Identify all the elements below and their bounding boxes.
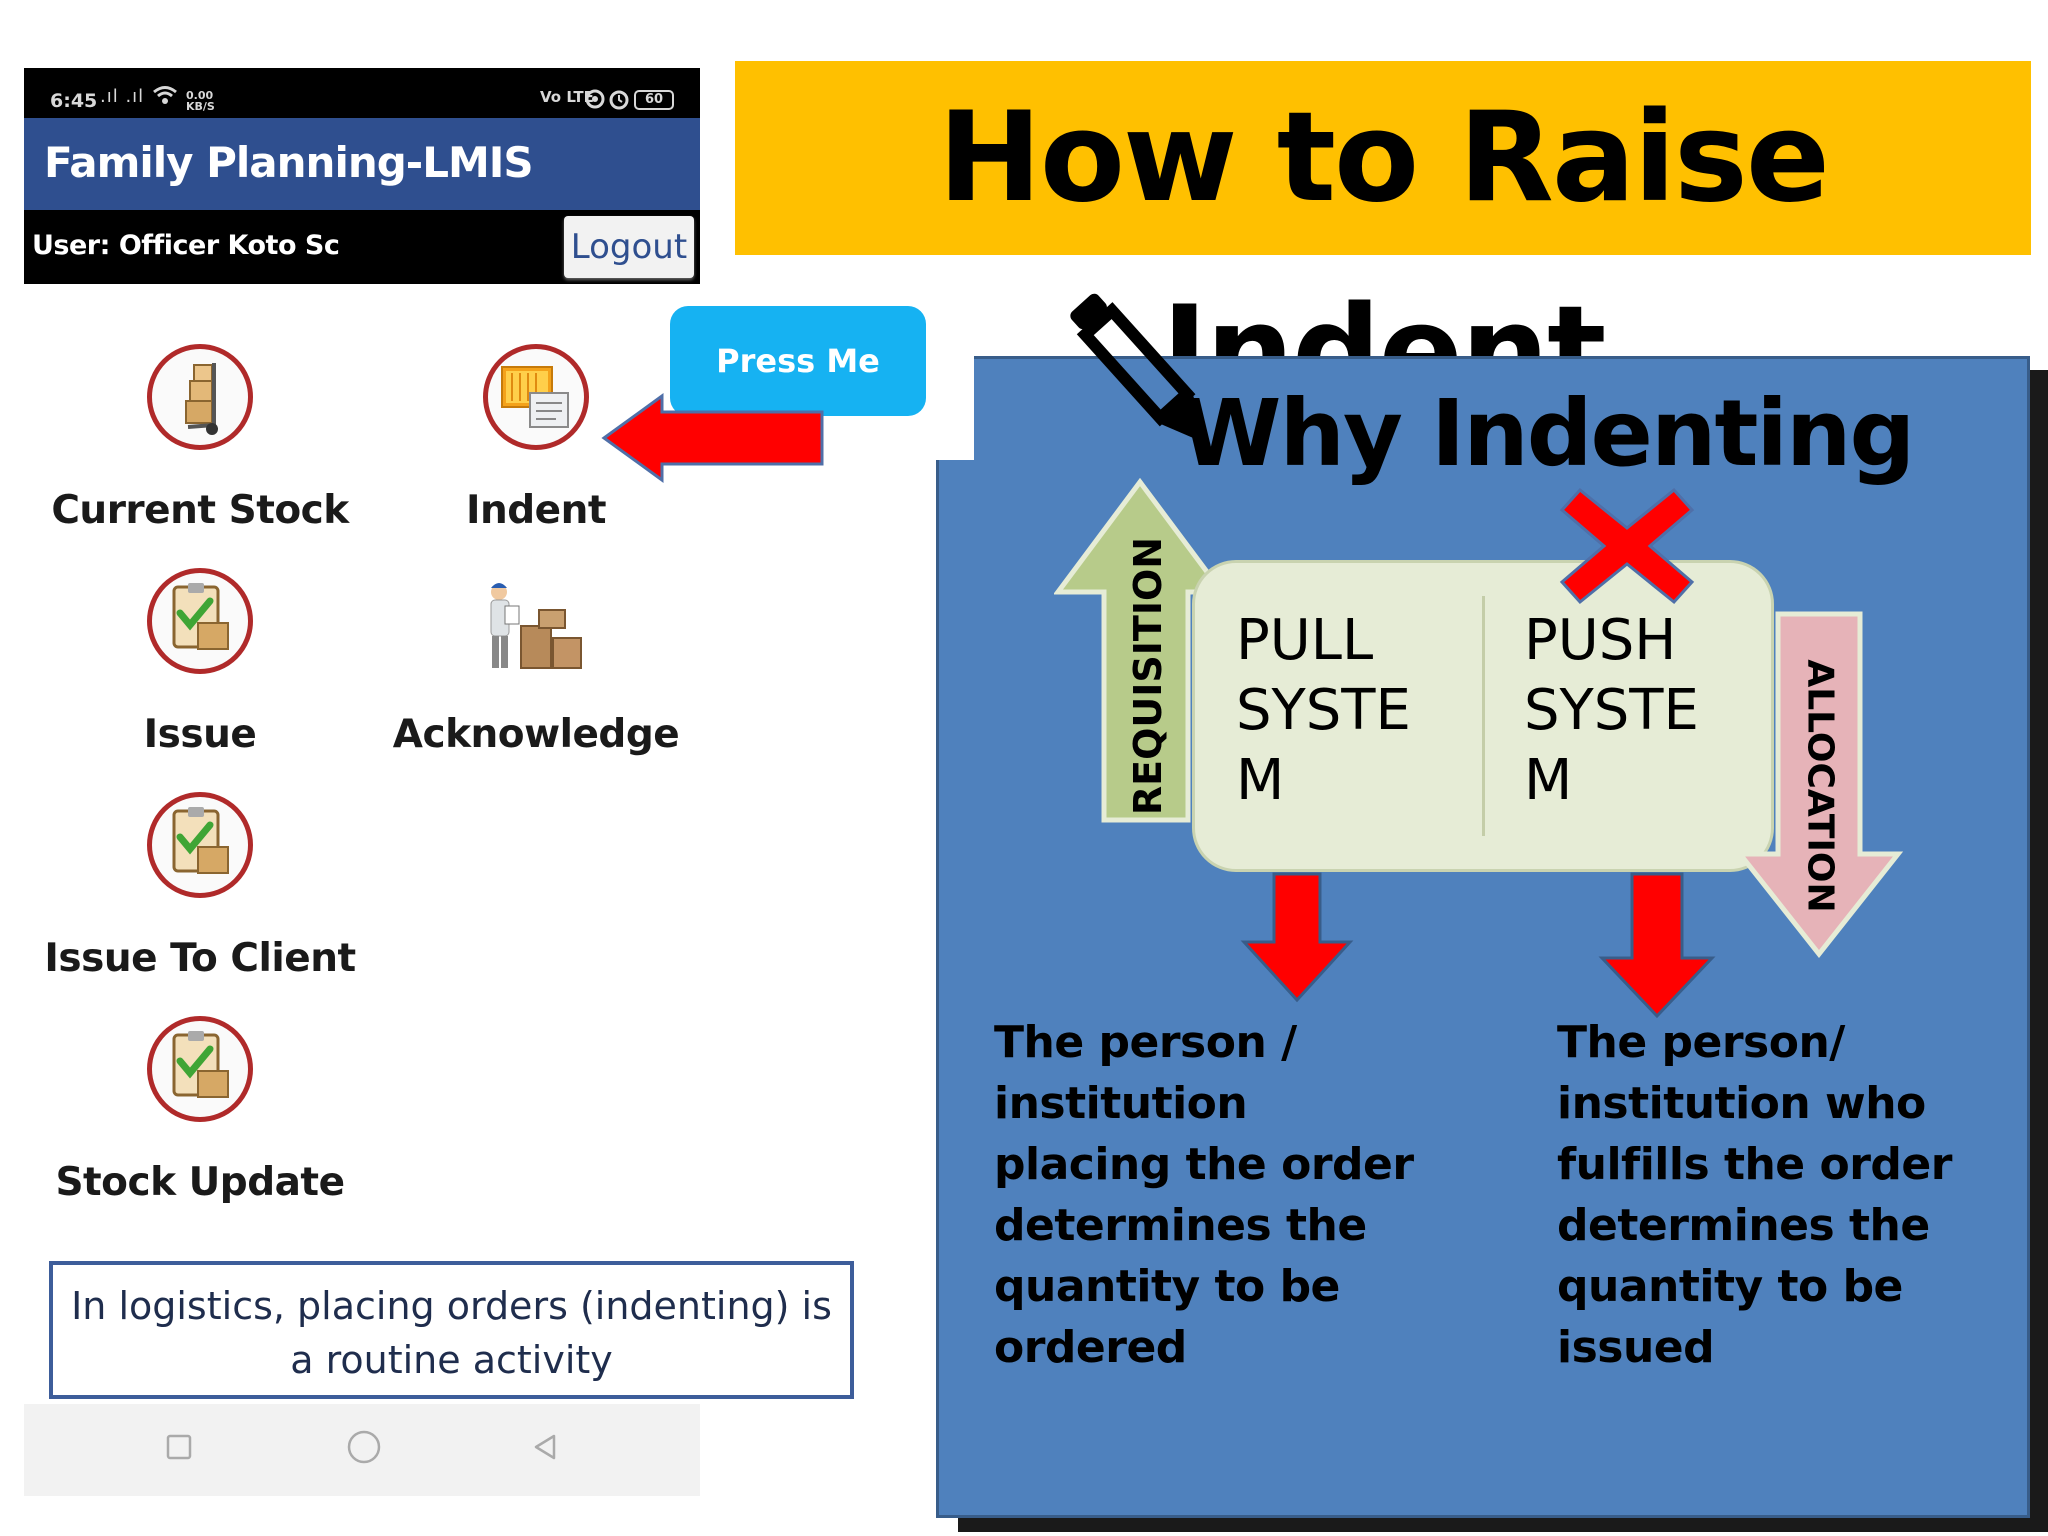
menu-item-indent[interactable]: Indent <box>356 336 716 556</box>
push-line-1: PUSH <box>1524 608 1677 673</box>
pull-line-3: M <box>1236 748 1285 813</box>
menu-item-stock-update[interactable]: Stock Update <box>20 1008 380 1228</box>
indent-document-icon <box>483 344 589 450</box>
pull-system-label: PULL SYSTE M <box>1236 606 1411 816</box>
back-icon[interactable] <box>530 1432 560 1462</box>
red-arrow-left-icon <box>601 393 824 483</box>
alarm-icon <box>609 90 629 110</box>
menu-label-current-stock: Current Stock <box>51 488 349 533</box>
red-x-icon <box>1559 487 1695 605</box>
menu-label-issue: Issue <box>143 712 257 757</box>
home-icon[interactable] <box>346 1429 382 1465</box>
title-banner: How to Raise Indent <box>735 61 2031 424</box>
system-divider <box>1482 596 1485 836</box>
note-box: In logistics, placing orders (indenting)… <box>49 1261 854 1399</box>
signal-icon: .ıl .ıl <box>100 86 145 107</box>
allocation-down-arrow <box>1736 611 1904 958</box>
menu-item-issue[interactable]: Issue <box>20 560 380 780</box>
menu-label-acknowledge: Acknowledge <box>392 712 680 757</box>
pull-desc-line: The person / <box>994 1017 1297 1068</box>
logout-button[interactable]: Logout <box>564 216 694 278</box>
pull-desc-line: institution <box>994 1078 1248 1129</box>
push-line-2: SYSTE <box>1524 678 1699 743</box>
recents-icon[interactable] <box>164 1432 194 1462</box>
menu-label-issue-to-client: Issue To Client <box>44 936 356 981</box>
pull-line-2: SYSTE <box>1236 678 1411 743</box>
pull-desc-line: determines the <box>994 1200 1367 1251</box>
allocation-label: ALLOCATION <box>1799 659 1841 913</box>
status-bar: 6:45 .ıl .ıl 0.00 KB/S Vo LTE 60 <box>24 68 700 118</box>
pull-description: The person / institution placing the ord… <box>994 1012 1414 1378</box>
menu-item-current-stock[interactable]: Current Stock <box>20 336 380 556</box>
push-desc-line: institution who <box>1557 1078 1926 1129</box>
note-line-1: In logistics, placing orders (indenting)… <box>71 1284 832 1328</box>
panel-notch <box>936 356 974 460</box>
menu-label-indent: Indent <box>465 488 607 533</box>
push-desc-line: quantity to be <box>1557 1261 1903 1312</box>
panel-title: Why Indenting <box>1180 380 1915 487</box>
battery-icon: 60 <box>634 90 674 110</box>
menu-label-stock-update: Stock Update <box>55 1160 345 1205</box>
requisition-label: REQUISITION <box>1126 536 1170 816</box>
status-time: 6:45 <box>50 90 98 112</box>
app-bar: Family Planning-LMIS <box>24 118 700 210</box>
hotspot-icon <box>585 89 605 109</box>
speed-unit: KB/S <box>186 100 215 113</box>
android-nav-bar <box>24 1404 700 1496</box>
volte-indicator: Vo LTE <box>540 88 594 106</box>
clipboard-check-icon <box>147 792 253 898</box>
user-label: User: Officer Koto Sc <box>32 230 340 261</box>
requisition-up-arrow <box>1054 478 1227 823</box>
clipboard-check-icon <box>147 1016 253 1122</box>
user-bar: User: Officer Koto Sc Logout <box>24 210 700 284</box>
wifi-icon <box>153 86 177 104</box>
menu-item-acknowledge[interactable]: Acknowledge <box>356 560 716 780</box>
network-speed: 0.00 KB/S <box>186 90 215 112</box>
red-down-arrow-icon <box>1240 872 1354 1003</box>
pull-desc-line: placing the order <box>994 1139 1414 1190</box>
app-title: Family Planning-LMIS <box>44 138 534 187</box>
menu-item-issue-to-client[interactable]: Issue To Client <box>20 784 380 1004</box>
push-description: The person/ institution who fulfills the… <box>1557 1012 1952 1378</box>
pull-desc-line: ordered <box>994 1322 1187 1373</box>
pull-line-1: PULL <box>1236 608 1374 673</box>
clipboard-check-icon <box>147 568 253 674</box>
pencil-icon <box>1070 293 1209 445</box>
worker-with-boxes-icon <box>490 583 582 669</box>
red-down-arrow-icon <box>1598 872 1716 1019</box>
press-me-button[interactable]: Press Me <box>670 306 926 416</box>
push-desc-line: determines the <box>1557 1200 1930 1251</box>
note-line-2: a routine activity <box>290 1338 613 1382</box>
speed-value: 0.00 <box>186 89 214 102</box>
hand-truck-icon <box>147 344 253 450</box>
push-desc-line: issued <box>1557 1322 1715 1373</box>
main-title: How to Raise Indent <box>938 86 1830 424</box>
push-system-label: PUSH SYSTE M <box>1524 606 1699 816</box>
push-line-3: M <box>1524 748 1573 813</box>
push-desc-line: fulfills the order <box>1557 1139 1952 1190</box>
pull-desc-line: quantity to be <box>994 1261 1340 1312</box>
push-desc-line: The person/ <box>1557 1017 1845 1068</box>
